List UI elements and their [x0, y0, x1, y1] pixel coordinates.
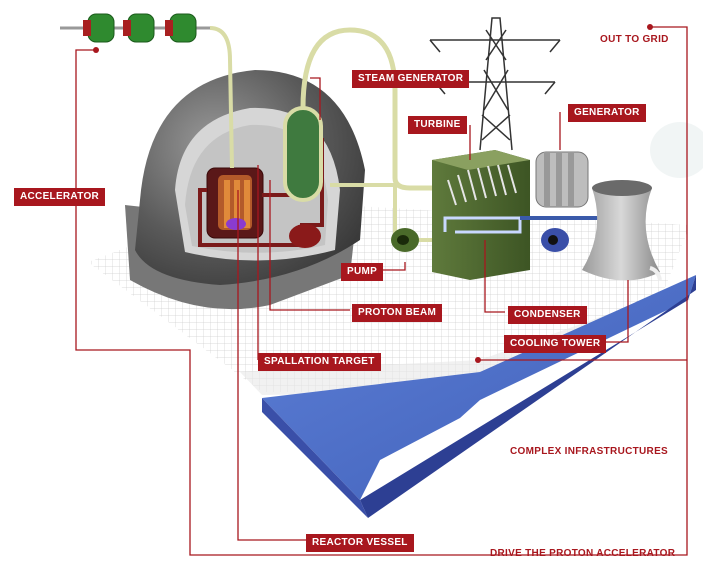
label-out-to-grid: OUT TO GRID — [600, 34, 669, 45]
label-spallation-target: SPALLATION TARGET — [258, 353, 381, 371]
primary-pump — [289, 224, 321, 248]
cooling-tower — [582, 181, 660, 281]
label-condenser: CONDENSER — [508, 306, 587, 324]
outlet-pipe — [649, 266, 662, 281]
label-generator: GENERATOR — [568, 104, 646, 122]
steam-pipe — [300, 27, 445, 191]
water-slab-face — [360, 275, 696, 518]
proton-beam-tube — [209, 26, 234, 169]
label-proton-beam: PROTON BEAM — [352, 304, 443, 322]
label-reactor-vessel: REACTOR VESSEL — [306, 534, 414, 552]
steam-cloud — [650, 122, 703, 178]
label-steam-generator: STEAM GENERATOR — [352, 70, 470, 88]
accelerator-ring-1 — [83, 13, 115, 43]
accelerator-ring-2 — [123, 13, 155, 43]
label-cooling-tower: COOLING TOWER — [504, 335, 607, 353]
grid-dot — [647, 24, 653, 30]
generator-unit — [535, 151, 589, 208]
water-slab-front — [262, 398, 368, 518]
feedwater-pump — [391, 228, 419, 252]
spallation-target-core — [226, 218, 246, 230]
label-drive-the-proton-accelerator: DRIVE THE PROTON ACCELERATOR — [490, 548, 676, 559]
turbine-hall — [432, 150, 530, 280]
accel-dot — [93, 47, 99, 53]
accelerator-ring-3 — [165, 13, 197, 43]
water-slab-top — [262, 275, 696, 500]
steam-generator — [283, 106, 323, 202]
turbine-blades — [447, 164, 517, 206]
label-complex-infrastructures: COMPLEX INFRASTRUCTURES — [510, 446, 669, 457]
label-turbine: TURBINE — [408, 116, 467, 134]
label-accelerator: ACCELERATOR — [14, 188, 106, 206]
cooling-pump — [541, 228, 569, 252]
infra-dot — [475, 357, 481, 363]
label-pump: PUMP — [341, 263, 384, 281]
